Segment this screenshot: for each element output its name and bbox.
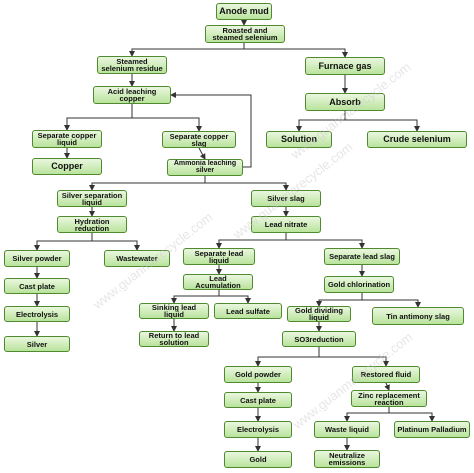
connector-arrow [344,407,390,422]
node-acid-leaching-copper: Acid leaching copper [93,86,171,104]
connector-arrow [132,117,202,132]
node-cast-plate-2: Cast plate [224,392,292,408]
connector-arrow [286,239,365,249]
node-copper: Copper [32,158,102,175]
node-tin-antimony-slag: Tin antimony slag [372,307,464,325]
node-anode-mud: Anode mud [216,3,272,20]
node-separate-lead-slag: Separate lead slag [324,248,400,265]
node-crude-selenium: Crude selenium [367,131,467,148]
node-restored-fluid: Restored fluid [352,366,420,383]
node-ammonia-leaching-silver: Ammonia leaching silver [167,159,243,176]
node-electrolysis-1: Electrolysis [4,306,70,322]
node-platinum-palladium: Platinum Palladium [394,421,470,438]
connector-arrow [34,233,93,251]
node-separate-copper-slag: Separate copper slag [162,131,236,148]
node-furnace-gas: Furnace gas [305,57,385,75]
node-wastewater: Wastewater [104,250,170,267]
node-solution: Solution [266,131,332,148]
node-roasted-steamed-selenium: Roasted and steamed selenium [205,25,285,43]
connector-arrow [170,92,252,168]
node-waste-liquid: Waste liquid [314,421,380,438]
connector-arrow [171,290,220,304]
connector-arrow [205,182,289,191]
connector-arrow [296,111,346,132]
node-separate-copper-liquid: Separate copper liquid [32,130,102,148]
connector-arrow [345,119,420,132]
connector-arrow [219,295,251,304]
node-cast-plate-1: Cast plate [4,278,70,294]
connector-arrow [362,299,421,308]
node-silver: Silver [4,336,70,352]
node-sinking-lead-liquid: Sinking lead liquid [139,303,209,319]
node-steamed-selenium-residue: Steamed selenium residue [97,56,167,74]
connector-arrow [389,412,435,422]
node-return-to-lead-solution: Return to lead solution [139,331,209,347]
connector-arrow [316,293,363,307]
connector-arrow [255,347,320,367]
connector-arrow [198,147,206,160]
node-silver-powder: Silver powder [4,250,70,267]
connector-arrow [216,233,287,249]
node-gold-dividing-liquid: Gold dividing liquid [287,306,351,322]
connector-arrow [92,240,140,251]
connector-arrow [129,43,245,57]
node-silver-slag: Silver slag [251,190,321,207]
node-hydration-reduction: Hydration reduction [57,216,127,233]
node-gold: Gold [224,451,292,468]
node-neutralize-emissions: Neutralize emissions [314,450,380,468]
connector-arrow [64,104,133,131]
node-lead-accumulation: Lead Acumulation [183,274,253,290]
node-gold-powder: Gold powder [224,366,292,383]
node-separate-lead-liquid: Separate lead liquid [183,248,255,265]
node-silver-separation-liquid: Silver separation liquid [57,190,127,207]
node-gold-chlorination: Gold chlorination [324,276,394,293]
node-lead-nitrate: Lead nitrate [251,216,321,233]
node-lead-sulfate: Lead sulfate [214,303,282,319]
node-electrolysis-2: Electrolysis [224,421,292,438]
connector-arrow [319,356,389,367]
node-zinc-replacement-reaction: Zinc replacement reaction [351,390,427,407]
node-absorb: Absorb [305,93,385,111]
connector-arrow [384,382,390,391]
node-so3-reduction: SO3reduction [282,331,356,347]
connector-arrow [244,48,348,58]
connector-arrow [89,176,206,191]
